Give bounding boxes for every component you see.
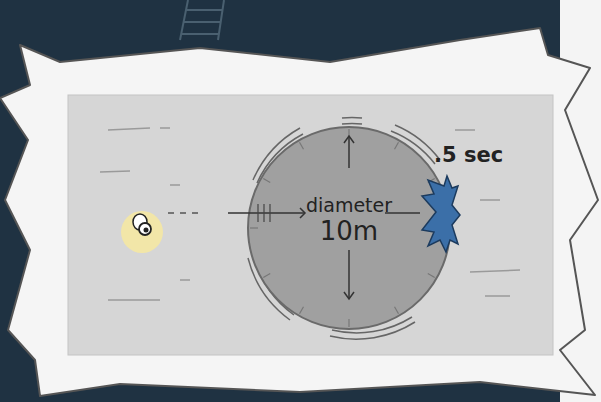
arena-tick xyxy=(395,142,399,149)
dashed-path xyxy=(168,212,200,214)
arena-tick xyxy=(348,129,349,137)
arena-tick xyxy=(263,274,270,278)
dimension-value: 10m xyxy=(320,217,378,247)
arena-tick xyxy=(263,179,270,183)
circle-arena: diameter10m xyxy=(246,125,452,331)
dimension-word: diameter xyxy=(306,195,392,217)
arena-tick xyxy=(300,307,304,314)
arena-tick xyxy=(300,142,304,149)
arena-tick xyxy=(428,274,435,278)
floor xyxy=(68,95,553,355)
spiky-panel xyxy=(0,28,598,396)
arena-tick xyxy=(250,227,258,228)
character xyxy=(121,211,163,253)
arena-tick xyxy=(440,227,448,228)
time-label: .5 sec xyxy=(434,143,503,167)
ladder-background xyxy=(180,0,224,40)
arena-tick xyxy=(348,319,349,327)
arena-tick xyxy=(428,179,435,183)
arena-circle xyxy=(248,127,450,329)
arena-tick xyxy=(395,307,399,314)
